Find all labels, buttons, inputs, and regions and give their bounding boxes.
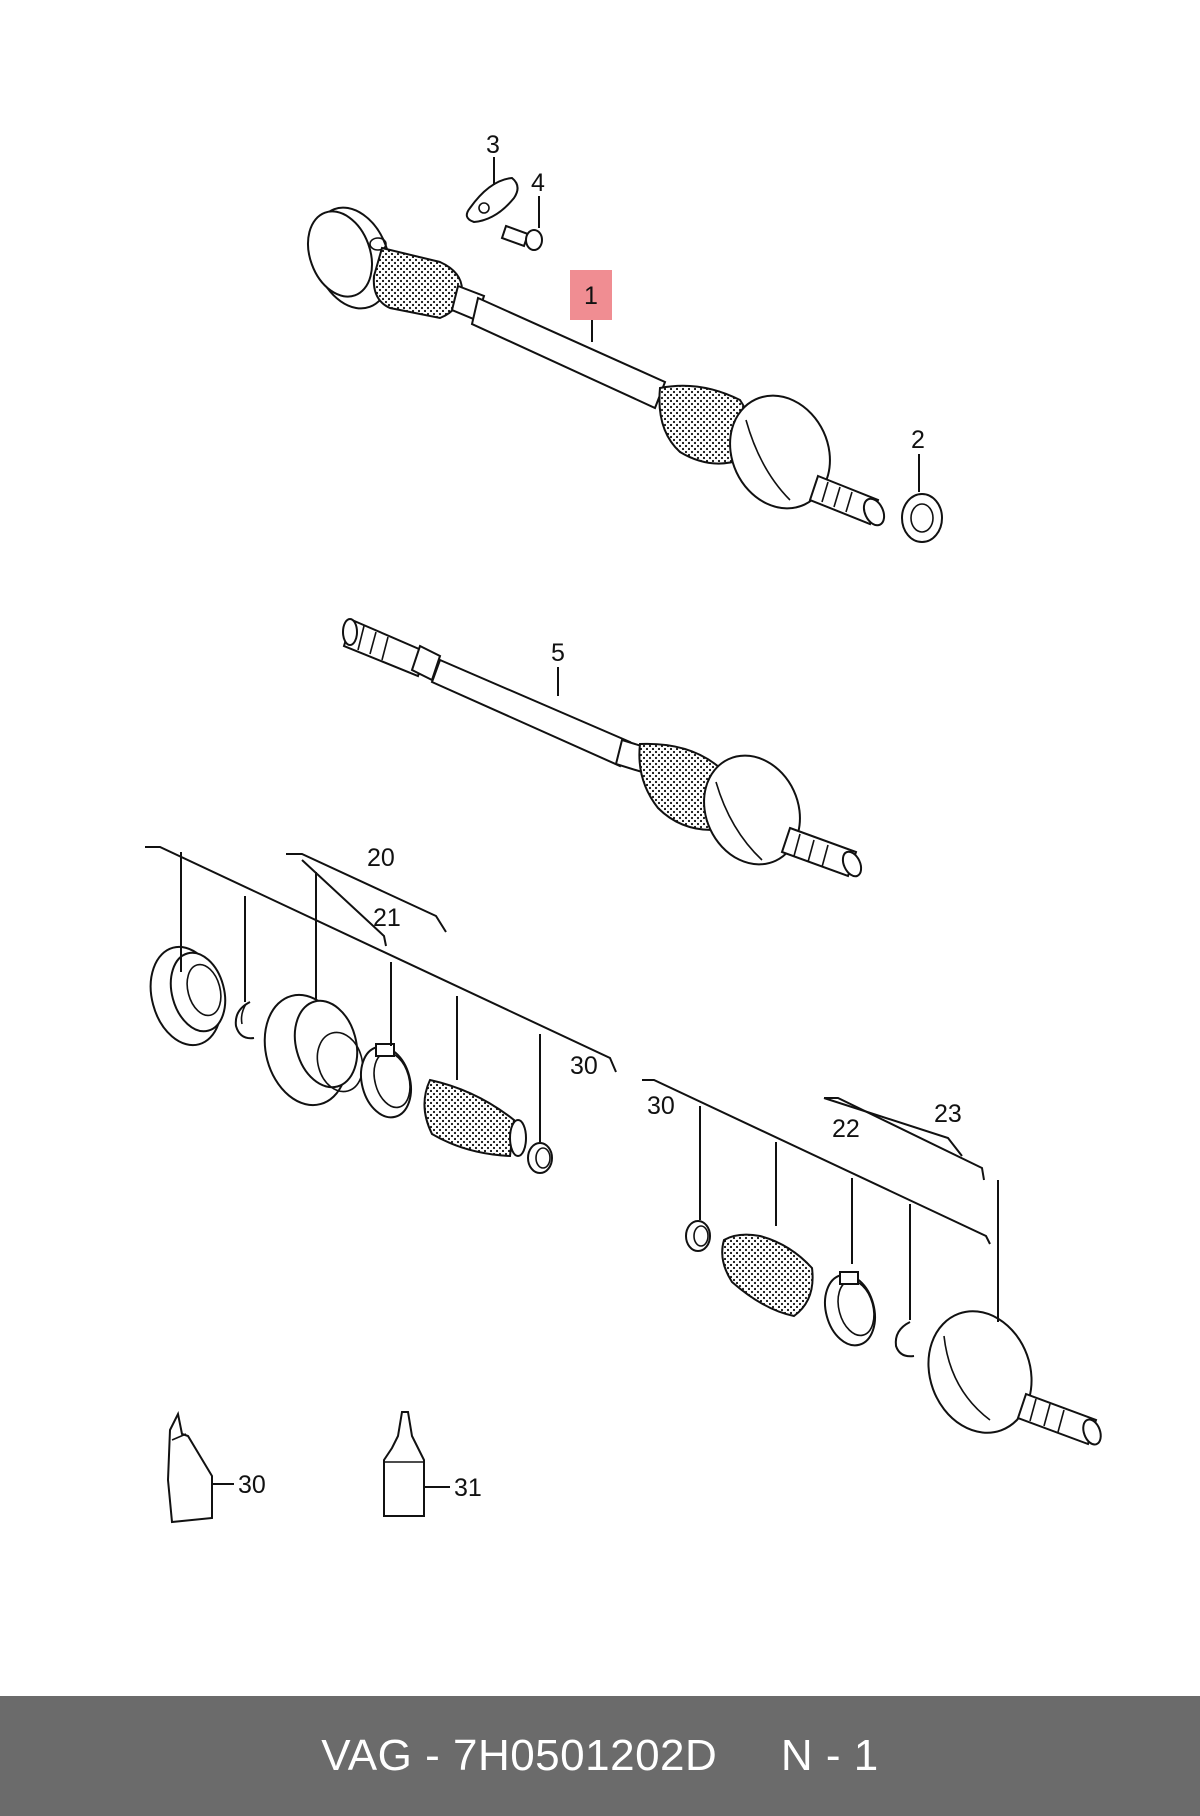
callout-22: 22 — [832, 1115, 860, 1143]
outer-cv-joint — [927, 1310, 1102, 1446]
exploded-parts-diagram: 1 2 3 4 5 20 21 30 30 23 22 30 31 — [145, 131, 1102, 1524]
callout-23: 23 — [934, 1100, 962, 1128]
circlip-left — [234, 1001, 255, 1040]
callout-31: 31 — [454, 1474, 482, 1502]
clamp-band-right — [824, 1271, 876, 1347]
inner-joint-parts — [149, 945, 553, 1174]
callout-30-right: 30 — [647, 1092, 675, 1120]
drive-shaft-assembly-1 — [307, 206, 886, 527]
footer-separator: - — [412, 1731, 453, 1780]
footer-gap — [717, 1731, 781, 1781]
nut-2 — [901, 493, 943, 543]
grease-tube — [166, 1410, 213, 1524]
bolt-4 — [500, 224, 543, 251]
callout-5: 5 — [551, 639, 565, 667]
inner-cv-joint — [263, 993, 364, 1107]
highlight-marker — [570, 270, 612, 320]
washer-3 — [465, 176, 519, 224]
grease-bottle — [383, 1411, 425, 1517]
boot-right — [721, 1233, 814, 1318]
callout-21: 21 — [373, 904, 401, 932]
callout-20: 20 — [367, 844, 395, 872]
callout-30-left: 30 — [570, 1052, 598, 1080]
callout-30-tube: 30 — [238, 1471, 266, 1499]
clamp-band-left — [360, 1043, 412, 1119]
callout-4: 4 — [531, 169, 545, 197]
drive-shaft-5 — [342, 618, 863, 878]
callout-1: 1 — [584, 282, 598, 310]
small-clamp-left — [527, 1142, 553, 1174]
cover-plate — [149, 945, 227, 1047]
circlip-right — [894, 1321, 915, 1358]
callout-2: 2 — [911, 426, 925, 454]
callout-3: 3 — [486, 131, 500, 159]
footer-brand: VAG — [321, 1731, 413, 1780]
outer-joint-parts — [685, 1220, 1102, 1446]
boot-left — [423, 1078, 527, 1158]
footer-part-number: 7H0501202D — [452, 1731, 718, 1780]
footer-suffix: N - 1 — [780, 1731, 879, 1780]
leader-lines — [145, 157, 999, 1488]
small-clamp-right — [685, 1220, 711, 1252]
part-number-footer: VAG - 7H0501202D N - 1 — [0, 1696, 1200, 1816]
